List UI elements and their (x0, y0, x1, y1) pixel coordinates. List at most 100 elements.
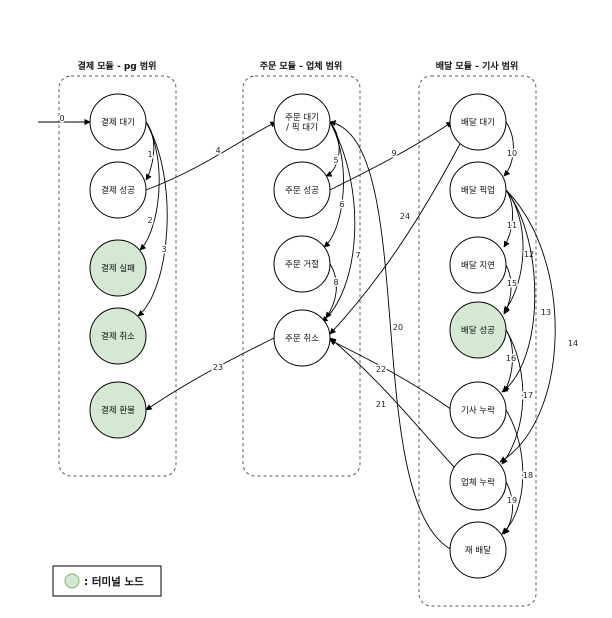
edge-7 (321, 121, 356, 323)
state-node: 주문 성공 (273, 161, 331, 219)
edge-label-21: 21 (376, 400, 386, 409)
state-node: 재 배달 (449, 521, 507, 579)
state-node: 결제 대기 (89, 93, 147, 151)
terminal-node-circle (89, 307, 147, 365)
edge-label-18: 18 (523, 471, 533, 480)
edge-15 (503, 264, 512, 315)
edge-8 (325, 263, 337, 319)
node-label: 재 배달 (465, 545, 491, 556)
edge-2 (139, 121, 160, 251)
module-title-delivery: 배달 모듈 - 기사 범위 (436, 60, 519, 72)
node-label: 결제 환불 (101, 405, 135, 416)
edge-label-14: 14 (568, 339, 578, 348)
edge-label-15: 15 (507, 279, 517, 288)
edge-4 (145, 121, 277, 191)
edge-label-8: 8 (333, 278, 338, 287)
legend: : 터미널 노드 (52, 565, 162, 597)
edge-label-23: 23 (213, 363, 223, 372)
edge-9 (329, 121, 453, 191)
state-node: 주문 거절 (273, 235, 331, 293)
legend-terminal-swatch (64, 573, 80, 589)
edge-label-10: 10 (507, 149, 517, 158)
edge-label-22: 22 (376, 365, 386, 374)
node-circle (449, 236, 507, 294)
edge-label-12: 12 (524, 250, 534, 259)
edge-label-3: 3 (161, 245, 166, 254)
node-circle (273, 309, 331, 367)
node-label: 결제 대기 (101, 117, 135, 128)
terminal-node-circle (449, 301, 507, 359)
state-node: 결제 취소 (89, 307, 147, 365)
edge-label-0: 0 (59, 114, 64, 123)
node-label: 업체 누락 (461, 477, 495, 488)
edge-21 (329, 337, 456, 469)
state-node: 주문 취소 (273, 309, 331, 367)
edge-label-4: 4 (215, 146, 220, 155)
state-node: 결제 환불 (89, 381, 147, 439)
edge-24 (329, 139, 463, 335)
node-label: 배달 대기 (461, 117, 495, 128)
edge-label-24: 24 (400, 212, 410, 221)
node-label: 결제 취소 (101, 331, 135, 342)
edge-10 (503, 121, 514, 177)
edge-label-5: 5 (333, 156, 338, 165)
state-node: 배달 성공 (449, 301, 507, 359)
edge-3 (137, 121, 168, 317)
node-label: 기사 누락 (461, 405, 495, 416)
edge-label-16: 16 (506, 354, 516, 363)
node-circle (449, 521, 507, 579)
edge-label-7: 7 (355, 251, 360, 260)
edge-11 (503, 189, 513, 248)
terminal-node-circle (89, 239, 147, 297)
edge-label-13: 13 (541, 308, 551, 317)
edge-17 (501, 329, 524, 465)
node-circle (449, 381, 507, 439)
node-label: 결제 실패 (101, 263, 135, 274)
module-title-payment: 결제 모듈 - pg 범위 (78, 60, 157, 72)
state-node: 배달 픽업 (449, 161, 507, 219)
module-order: 주문 모듈 - 업체 범위 (242, 60, 361, 477)
node-label: 결제 성공 (101, 185, 135, 196)
edge-5 (325, 121, 340, 177)
state-node: 업체 누락 (449, 453, 507, 511)
node-label: 배달 지연 (461, 260, 495, 271)
edge-23 (145, 337, 275, 411)
node-circle (449, 161, 507, 219)
edge-18 (501, 409, 524, 535)
module-payment: 결제 모듈 - pg 범위 (58, 60, 177, 477)
state-node: 배달 대기 (449, 93, 507, 151)
edge-label-17: 17 (523, 391, 533, 400)
state-node: 결제 성공 (89, 161, 147, 219)
edge-label-20: 20 (393, 323, 403, 332)
edge-19 (503, 481, 513, 535)
edge-label-9: 9 (391, 149, 396, 158)
node-circle (89, 93, 147, 151)
node-circle (273, 93, 331, 151)
edge-14 (499, 189, 556, 463)
module-title-order: 주문 모듈 - 업체 범위 (260, 60, 343, 72)
edge-label-6: 6 (339, 200, 344, 209)
node-circle (273, 161, 331, 219)
edge-22 (329, 339, 453, 411)
state-node: 주문 대기/ 픽 대기 (273, 93, 331, 151)
node-circle (273, 235, 331, 293)
state-node: 배달 지연 (449, 236, 507, 294)
edge-12 (503, 189, 524, 313)
edge-label-2: 2 (147, 216, 152, 225)
edge-13 (501, 189, 536, 393)
edge-20 (329, 120, 453, 551)
node-label: 배달 픽업 (461, 185, 495, 196)
node-circle (449, 93, 507, 151)
node-label: 주문 대기/ 픽 대기 (285, 113, 319, 133)
edge-label-1: 1 (147, 150, 152, 159)
node-label: 주문 거절 (285, 260, 319, 270)
node-label: 주문 성공 (285, 186, 319, 196)
edge-label-19: 19 (507, 496, 517, 505)
edge-6 (323, 121, 344, 248)
edge-label-11: 11 (507, 221, 517, 230)
module-delivery: 배달 모듈 - 기사 범위 (418, 60, 537, 607)
node-circle (89, 161, 147, 219)
